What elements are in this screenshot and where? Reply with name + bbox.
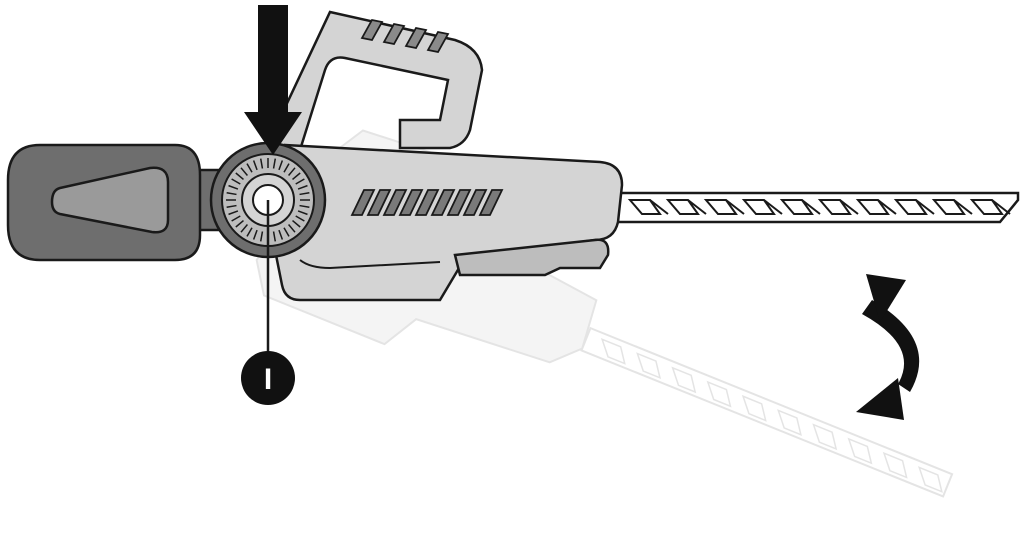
blade (610, 191, 1020, 224)
dial-tick (292, 219, 301, 228)
dial-tick (235, 172, 244, 181)
ghost-blade (580, 326, 954, 498)
down-arrow-icon (244, 5, 302, 155)
blade-tooth (665, 199, 707, 215)
trimmer-head (263, 10, 624, 302)
dial-tick (240, 167, 249, 176)
blade-tooth (779, 199, 821, 215)
dial-tick (295, 178, 305, 185)
dial-tick (278, 160, 284, 171)
grip-inset (50, 166, 170, 234)
dial-tick (292, 172, 301, 181)
dial-tick (246, 163, 253, 173)
dial-tick (295, 215, 305, 222)
pivot-dial-ticks (226, 158, 310, 242)
lower-housing (453, 238, 610, 277)
dial-tick (299, 191, 310, 196)
motor-housing (273, 143, 624, 302)
dial-tick (231, 178, 241, 185)
dial-tick (226, 191, 237, 196)
top-handle (263, 10, 484, 152)
dial-tick (228, 210, 239, 216)
blade-tooth (817, 199, 859, 215)
callout-label: I (264, 363, 272, 396)
top-vent (360, 18, 450, 54)
blade-tooth (893, 199, 935, 215)
blade-tooth (627, 199, 669, 215)
dial-tick (252, 229, 258, 240)
dial-tick (228, 184, 239, 190)
dial-tick (297, 210, 308, 216)
dial-tick (252, 160, 258, 171)
dial-tick (226, 204, 237, 209)
dial-tick (287, 224, 296, 233)
curved-double-arrow-icon (856, 274, 920, 420)
blade-tooth (703, 199, 745, 215)
dial-tick (283, 163, 290, 173)
blade-tooth (969, 199, 1011, 215)
dial-tick (299, 204, 310, 209)
dial-tick (297, 184, 308, 190)
dial-tick (259, 231, 264, 242)
blade-teeth (627, 199, 1011, 215)
side-vent (350, 189, 504, 216)
body-seam (299, 259, 441, 270)
dial-tick (287, 167, 296, 176)
dial-tick (231, 215, 241, 222)
dial-tick (272, 231, 277, 242)
blade-tooth (931, 199, 973, 215)
callout-badge (241, 351, 295, 405)
dial-tick (259, 158, 264, 169)
dial-tick (283, 227, 290, 237)
callout-pivot-button: I (241, 200, 295, 405)
dial-tick (246, 227, 253, 237)
blade-tooth (855, 199, 897, 215)
pole-handle (6, 143, 242, 262)
dial-tick (278, 229, 284, 240)
blade-tooth (741, 199, 783, 215)
dial-tick (272, 158, 277, 169)
dial-tick (235, 219, 244, 228)
dial-tick (240, 224, 249, 233)
